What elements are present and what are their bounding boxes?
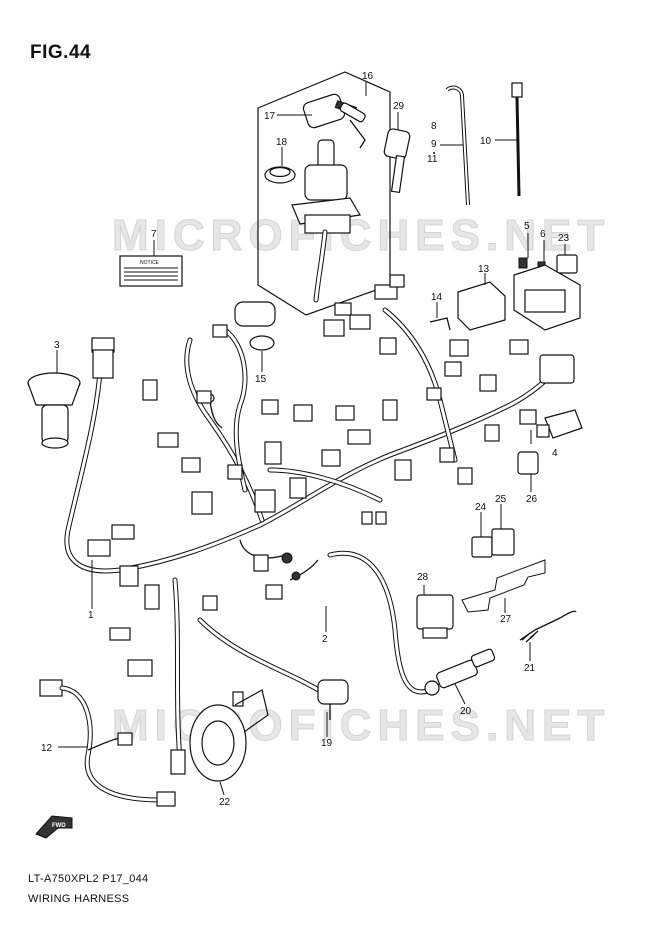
callout-15: 15	[255, 374, 267, 385]
control-unit-icon	[416, 559, 546, 639]
callouts: 16 17 18 29 8 9 11 10 7 5 6 23 13 14 15 …	[41, 71, 570, 808]
callout-26: 26	[526, 494, 538, 505]
callout-24: 24	[475, 502, 487, 513]
callout-25: 25	[495, 494, 507, 505]
callout-7: 7	[151, 229, 157, 240]
main-wiring-harness	[64, 307, 559, 763]
callout-18: 18	[276, 137, 288, 148]
ignition-switch-icon	[291, 139, 361, 303]
footer-code: LT-A750XPL2 P17_044	[28, 873, 149, 885]
callout-21: 21	[524, 663, 536, 674]
callout-1: 1	[88, 610, 94, 621]
callout-2: 2	[322, 634, 328, 645]
horn-icon	[189, 689, 269, 782]
fwd-arrow-label: FWD	[52, 823, 66, 829]
notice-label-text: NOTICE	[140, 260, 160, 266]
grommet-icon	[27, 372, 81, 449]
cable-tie-icon	[445, 82, 523, 206]
watermark-top: MICROFICHES.NET	[112, 211, 610, 260]
handlebar-switch-icon	[317, 679, 349, 720]
callout-8: 8	[431, 121, 437, 132]
callout-16: 16	[362, 71, 374, 82]
figure-title: FIG.44	[30, 42, 92, 63]
callout-4: 4	[552, 448, 558, 459]
fwd-arrow-icon: FWD	[35, 815, 73, 839]
footer-name: WIRING HARNESS	[28, 893, 130, 905]
notice-label-icon: NOTICE	[119, 255, 183, 287]
sub-harness	[39, 679, 176, 807]
callout-3: 3	[54, 340, 60, 351]
terminal-cap-icon	[517, 409, 583, 475]
callout-17: 17	[264, 111, 276, 122]
callout-23: 23	[558, 233, 570, 244]
callout-19: 19	[321, 738, 333, 749]
watermark-bottom: MICROFICHES.NET	[112, 701, 610, 750]
callout-11: 11	[427, 154, 438, 165]
callout-12: 12	[41, 743, 53, 754]
callout-13: 13	[478, 264, 490, 275]
lock-ring-icon	[264, 166, 296, 184]
leader-lines	[56, 82, 566, 796]
sensor-icon	[424, 610, 577, 696]
harness-connectors	[87, 274, 575, 775]
callout-9: 9	[431, 139, 437, 150]
callout-20: 20	[460, 706, 472, 717]
spare-key-icon	[383, 128, 411, 194]
callout-22: 22	[219, 797, 231, 808]
fuse-box-icon	[429, 264, 581, 331]
callout-27: 27	[500, 614, 512, 625]
callout-6: 6	[540, 229, 546, 240]
relay-icon	[471, 528, 515, 558]
callout-10: 10	[480, 136, 492, 147]
ignition-key-icon	[302, 93, 366, 149]
key-switch-icon	[234, 301, 276, 351]
callout-29: 29	[393, 101, 405, 112]
callout-14: 14	[431, 292, 443, 303]
callout-5: 5	[524, 221, 530, 232]
callout-28: 28	[417, 572, 429, 583]
